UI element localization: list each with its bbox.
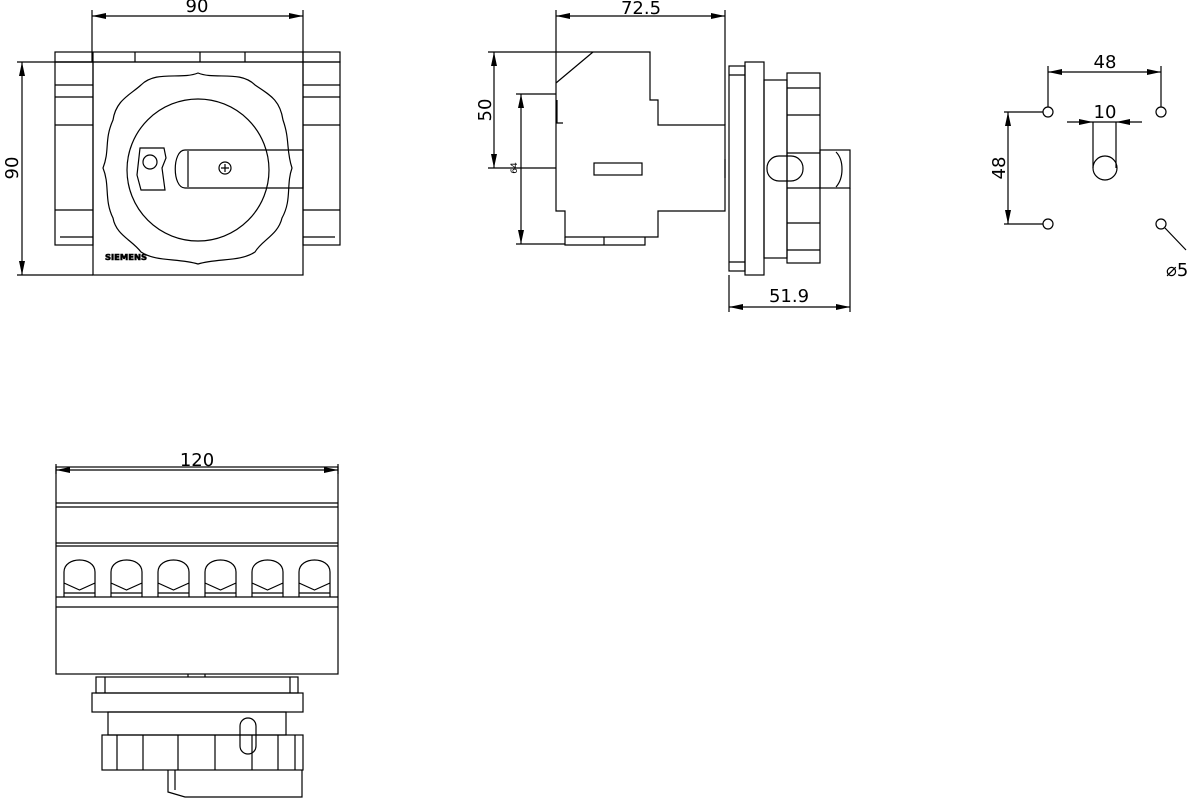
brand-logo: SIEMENS: [105, 253, 147, 262]
mount-hole-icon: [1042, 106, 1054, 118]
width-dimension-line: [91, 10, 304, 62]
left-terminal-block: [54, 61, 94, 246]
height-dimension-line: [17, 61, 93, 276]
side-slot: [593, 162, 643, 176]
side-body: [555, 51, 726, 238]
terminal-screw: [298, 559, 331, 597]
terminal-screw: [157, 559, 190, 597]
screw-icon: [218, 161, 232, 175]
drilling-template: 48 10 48 ⌀5: [989, 52, 1188, 281]
front-bezel: [744, 61, 765, 276]
height-dimension-label: 90: [2, 157, 23, 180]
side-handle: [819, 149, 851, 189]
height-50-label: 50: [475, 99, 496, 122]
mount-hole-icon: [1042, 218, 1054, 230]
terminal-screw: [63, 559, 96, 597]
knob-inner-circle: [126, 98, 270, 242]
shaft-hole: [1092, 155, 1118, 181]
knob-outline: [102, 72, 293, 265]
side-lock-oval: [766, 155, 804, 182]
side-view: 72.5 50 64 51.9: [475, 0, 851, 312]
terminal-screw: [204, 559, 237, 597]
width-dimension-label: 90: [186, 0, 209, 17]
right-terminal-block: [302, 61, 341, 246]
depth-dimension-label: 72.5: [621, 0, 661, 19]
top-terminal-strip: [54, 51, 341, 63]
bottom-lock-oval: [239, 717, 257, 755]
lock-plate: [136, 147, 167, 191]
mounting-plate: [728, 65, 746, 272]
terminal-screw: [251, 559, 284, 597]
front-view: SIEMENS 90 90: [2, 0, 341, 276]
bottom-width-label: 120: [180, 450, 214, 471]
terminal-row: [63, 559, 331, 597]
mount-hole-icon: [1155, 218, 1167, 230]
center-64-label: 64: [510, 162, 520, 174]
bottom-view: 120: [55, 450, 339, 798]
knob-depth-label: 51.9: [769, 286, 809, 307]
mount-hole-icon: [1155, 106, 1167, 118]
hole-spacing-x-label: 48: [1094, 52, 1117, 73]
bottom-knob: [101, 734, 304, 771]
slot-width-label: 10: [1094, 102, 1117, 123]
bottom-bezel: [91, 692, 304, 713]
hole-diameter-label: ⌀5: [1166, 260, 1188, 281]
lock-hole-icon: [142, 154, 158, 170]
bottom-body: [55, 466, 339, 675]
switch-body: [92, 61, 304, 276]
handle-lever: [174, 149, 304, 189]
terminal-screw: [110, 559, 143, 597]
hole-spacing-y-label: 48: [989, 157, 1010, 180]
